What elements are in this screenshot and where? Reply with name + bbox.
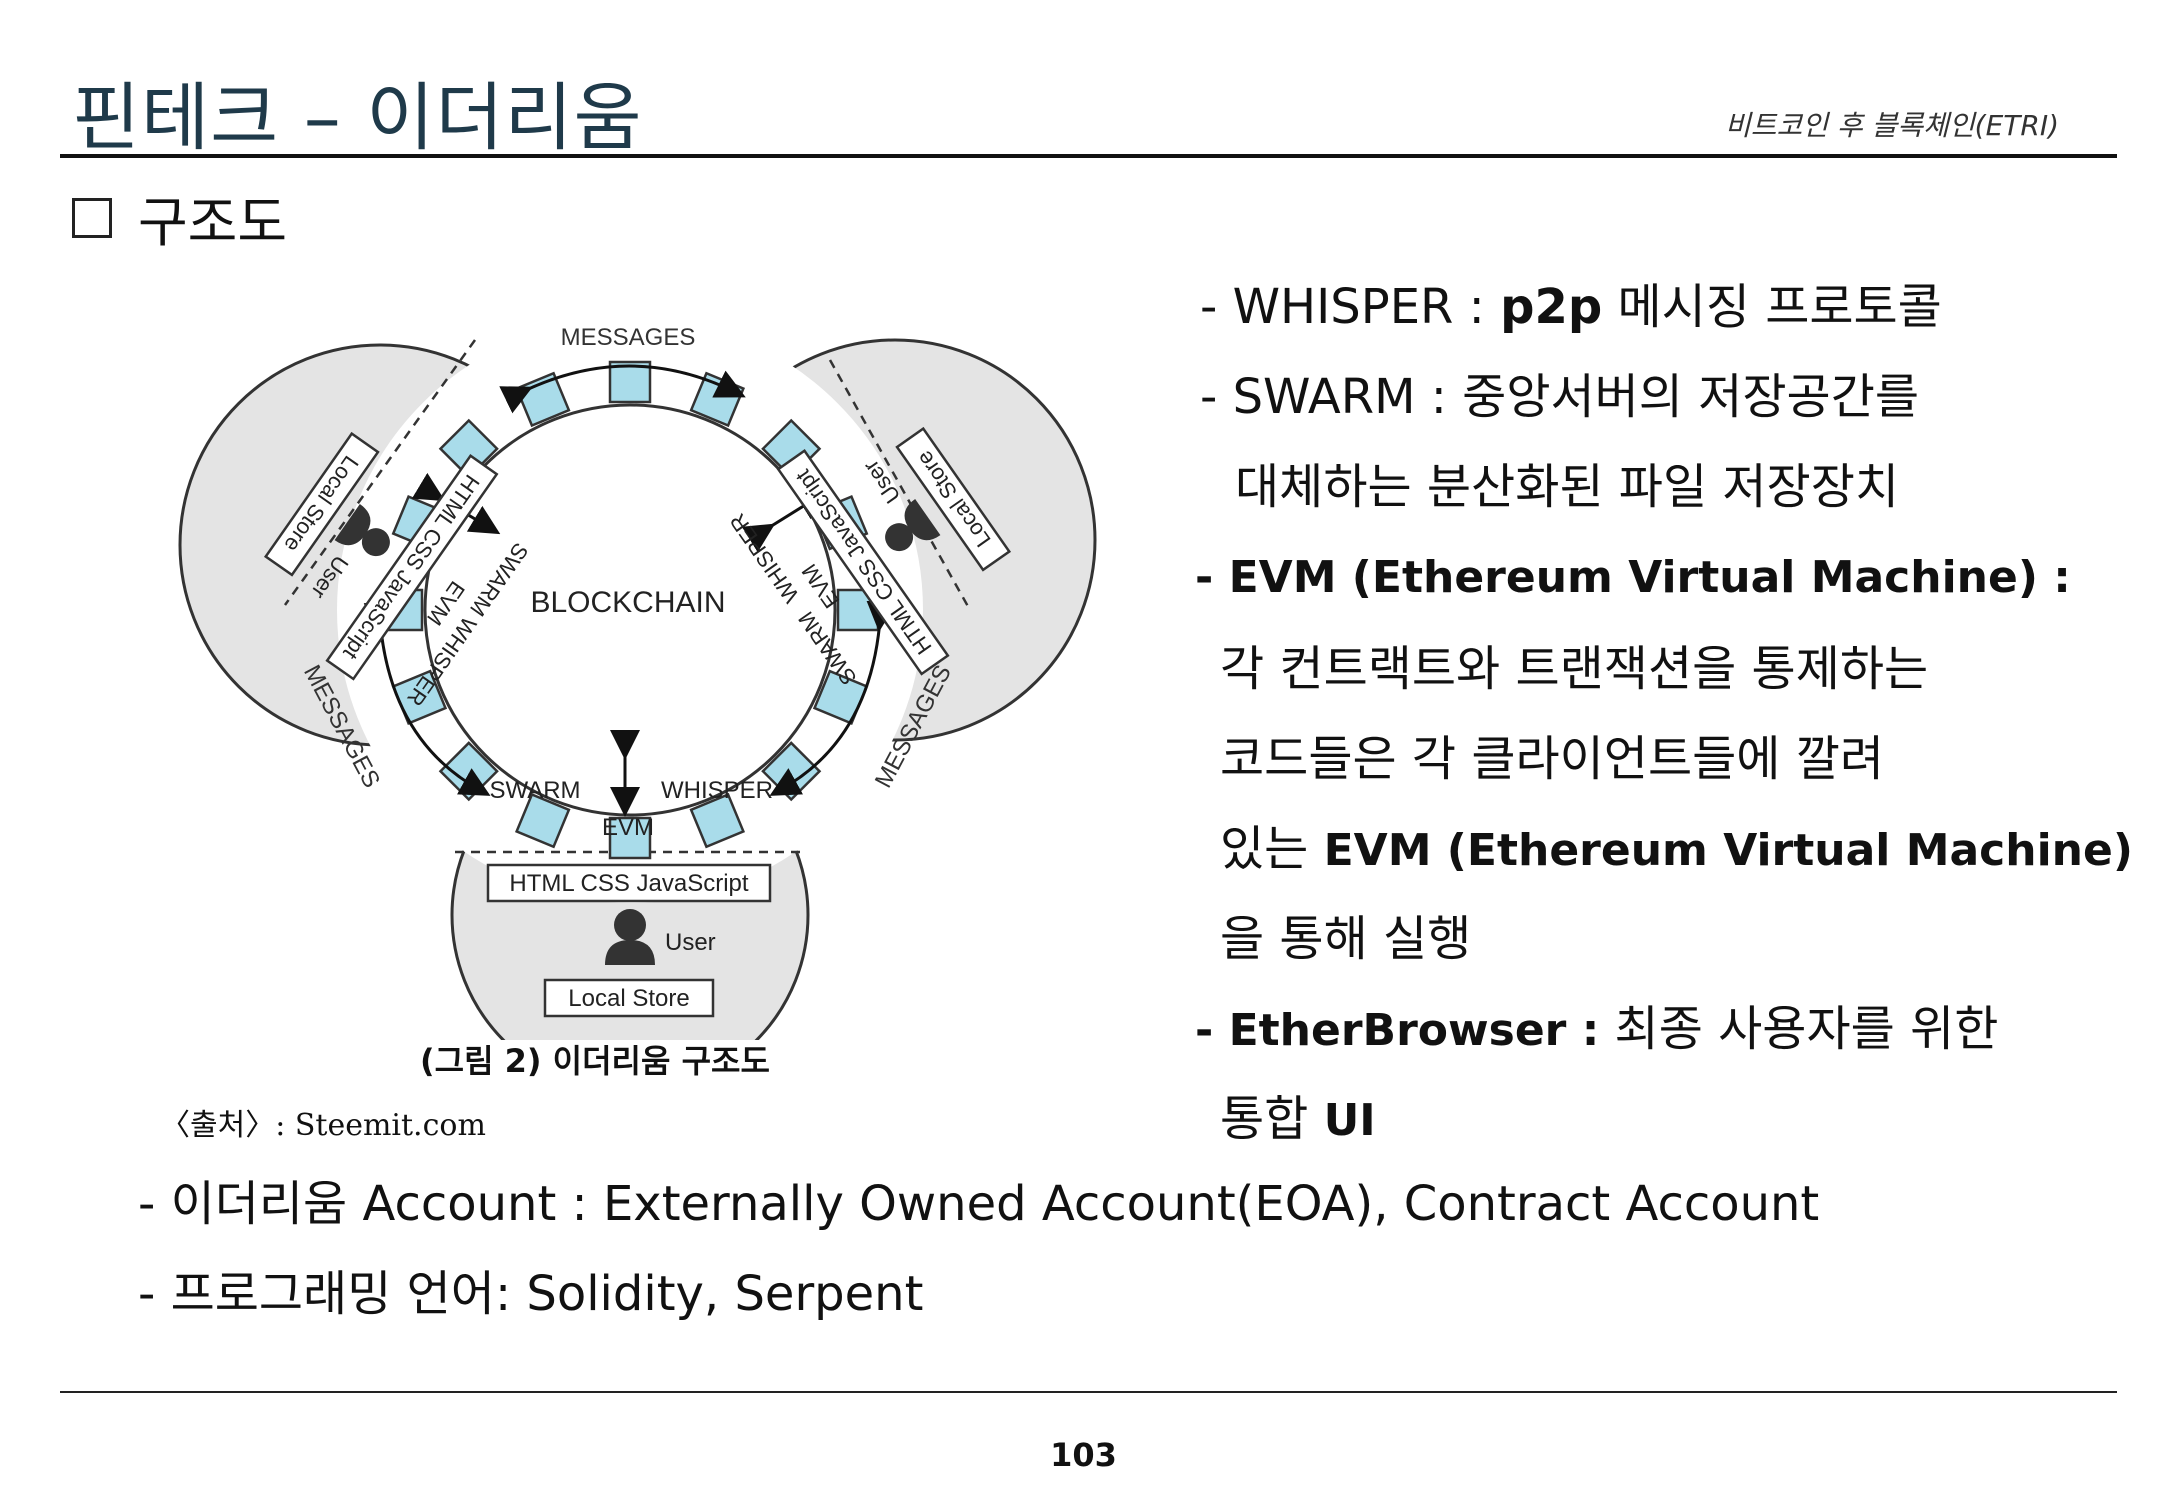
user-label-bottom: User xyxy=(665,929,716,956)
figure-credit: 〈출처〉: Steemit.com xyxy=(160,1108,486,1143)
chain-block xyxy=(689,792,746,849)
etherbrowser-line-1: - EtherBrowser : 최종 사용자를 위한 xyxy=(1195,1001,1999,1057)
tech-label-bottom: HTML CSS JavaScript xyxy=(509,870,749,897)
figure-caption: (그림 2) 이더리움 구조도 xyxy=(420,1042,770,1080)
messages-label-top: MESSAGES xyxy=(561,324,696,351)
swarm-label-bottom: SWARM xyxy=(489,777,580,804)
section-title: 구조도 xyxy=(138,191,288,254)
evm-line-2: 코드들은 각 클라이언트들에 깔려 xyxy=(1220,731,1885,787)
checkbox-square-icon xyxy=(72,197,112,238)
user-icon-left xyxy=(334,504,390,557)
evm-line-4: 을 통해 실행 xyxy=(1220,911,1472,967)
chain-block xyxy=(514,792,571,849)
user-icon-right xyxy=(885,499,941,552)
source-note: 비트코인 후 블록체인(ETRI) xyxy=(1725,109,2059,142)
user-icon-bottom xyxy=(605,909,655,965)
etherbrowser-line-2: 통합 UI xyxy=(1220,1091,1376,1147)
store-label-bottom: Local Store xyxy=(568,985,689,1012)
swarm-line-1: - SWARM : 중앙서버의 저장공간를 xyxy=(1200,369,1920,425)
section-heading: 구조도 xyxy=(72,178,287,257)
blockchain-label: BLOCKCHAIN xyxy=(530,586,725,619)
evm-line-1: 각 컨트랙트와 트랜잭션을 통제하는 xyxy=(1220,641,1929,697)
page-number: 103 xyxy=(1050,1436,1117,1474)
description-column: - WHISPER : p2p 메시징 프로토콜 - SWARM : 중앙서버의… xyxy=(1195,0,2135,1200)
evm-label-bottom: EVM xyxy=(602,814,654,841)
account-bullet: - 이더리움 Account : Externally Owned Accoun… xyxy=(138,1176,1820,1232)
ethereum-structure-diagram: BLOCKCHAIN MESSAGES MESSAGES MESSAGES SW… xyxy=(178,317,1097,1040)
evm-heading: - EVM (Ethereum Virtual Machine) : xyxy=(1195,552,2071,603)
language-bullet: - 프로그래밍 언어: Solidity, Serpent xyxy=(138,1266,924,1322)
swarm-line-2: 대체하는 분산화된 파일 저장장치 xyxy=(1235,459,1900,515)
header-rule xyxy=(60,154,2117,158)
chain-block xyxy=(608,816,652,860)
page-title: 핀테크 – 이더리움 xyxy=(72,75,643,161)
chain-block xyxy=(438,418,499,479)
evm-line-3: 있는 EVM (Ethereum Virtual Machine) xyxy=(1220,821,2133,877)
footer-rule xyxy=(60,1391,2117,1393)
whisper-line: - WHISPER : p2p 메시징 프로토콜 xyxy=(1200,279,1942,335)
whisper-label-bottom: WHISPER xyxy=(661,777,773,804)
